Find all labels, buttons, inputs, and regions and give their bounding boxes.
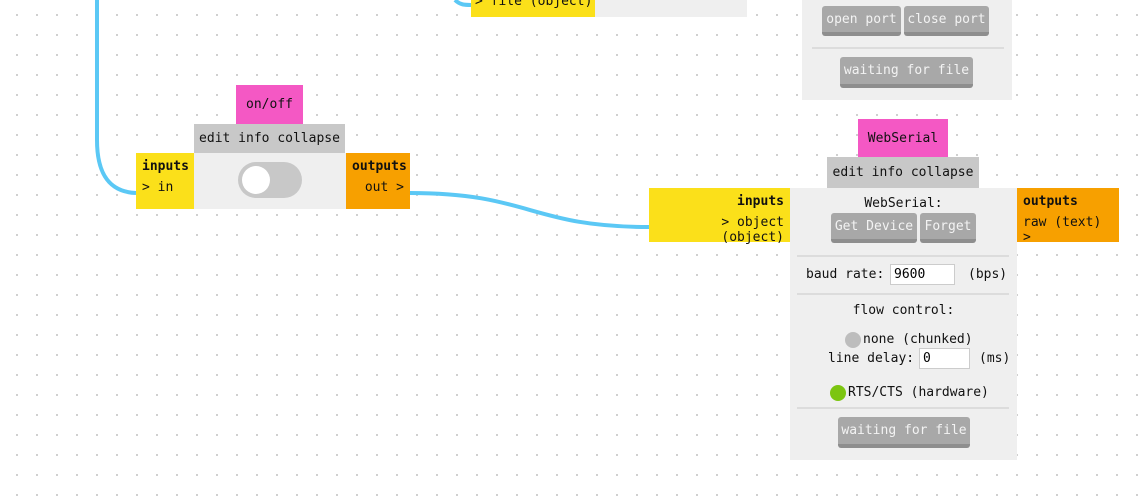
onoff-body: [194, 153, 346, 209]
output-port-out[interactable]: out >: [364, 180, 404, 195]
onoff-title[interactable]: on/off: [236, 85, 303, 124]
onoff-outputs: outputs out >: [346, 153, 410, 209]
webserial-title[interactable]: WebSerial: [858, 119, 948, 157]
webserial-inputs: inputs > object (object): [649, 188, 790, 245]
onoff-inputs: inputs > in: [136, 153, 194, 209]
baud-rate-label: baud rate:: [806, 267, 885, 282]
inputs-label: inputs: [737, 194, 784, 209]
divider: [797, 407, 1009, 409]
option-none-label[interactable]: none (chunked): [863, 332, 973, 347]
outputs-label: outputs: [352, 159, 407, 174]
divider: [797, 293, 1009, 295]
line-delay-unit: (ms): [979, 351, 1011, 366]
get-device-button[interactable]: Get Device: [831, 213, 917, 243]
onoff-toolbar[interactable]: edit info collapse: [194, 124, 345, 153]
wire-to-file[interactable]: [453, 0, 472, 7]
webserial-body: WebSerial: Get Device Forget baud rate: …: [790, 188, 1017, 460]
outputs-label: outputs: [1023, 194, 1078, 209]
input-port-object[interactable]: > object (object): [721, 215, 784, 245]
baud-unit: (bps): [968, 267, 1008, 282]
waiting-for-file-button[interactable]: waiting for file: [840, 57, 973, 88]
line-delay-input[interactable]: [919, 348, 970, 369]
toggle-knob: [242, 166, 270, 194]
input-port-file[interactable]: > file (object): [475, 0, 593, 9]
waiting-for-file-button[interactable]: waiting for file: [838, 417, 970, 448]
forget-button[interactable]: Forget: [920, 213, 976, 243]
open-port-button[interactable]: open port: [822, 6, 901, 36]
serial-node-top-body: open port close port waiting for file: [802, 0, 1012, 100]
top-node-body: [595, 0, 747, 17]
option-rtscts-label[interactable]: RTS/CTS (hardware): [848, 385, 989, 400]
line-delay-label: line delay:: [828, 351, 915, 366]
top-node-inputs: > file (object): [471, 0, 595, 17]
inputs-label: inputs: [142, 159, 189, 174]
webserial-toolbar[interactable]: edit info collapse: [827, 157, 979, 188]
divider: [812, 47, 1004, 49]
divider: [797, 255, 1009, 257]
close-port-button[interactable]: close port: [904, 6, 989, 36]
radio-none[interactable]: [845, 332, 861, 348]
wire-to-onoff[interactable]: [95, 0, 137, 195]
radio-rtscts-selected[interactable]: [830, 385, 846, 401]
flow-control-label: flow control:: [852, 303, 955, 318]
webserial-heading: WebSerial:: [864, 196, 943, 211]
wire-onoff-to-webserial[interactable]: [409, 191, 650, 229]
baud-rate-input[interactable]: [890, 264, 955, 285]
webserial-outputs: outputs raw (text) >: [1017, 188, 1119, 245]
onoff-toggle[interactable]: [238, 162, 302, 198]
output-port-raw[interactable]: raw (text) >: [1023, 215, 1102, 245]
input-port-in[interactable]: > in: [142, 180, 174, 195]
